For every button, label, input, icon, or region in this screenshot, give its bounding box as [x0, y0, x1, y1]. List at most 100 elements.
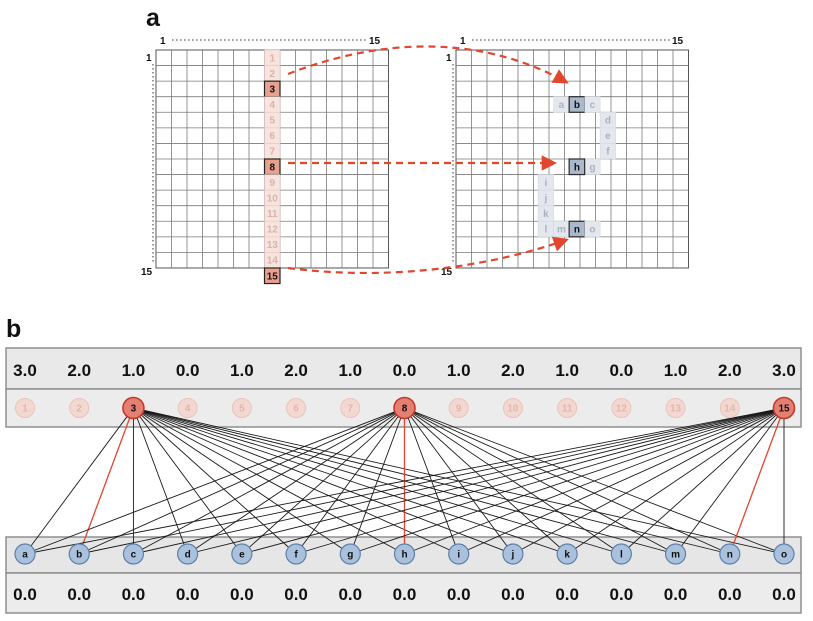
- edge-15-a: [24, 407, 785, 555]
- top-node-label-9: 9: [456, 404, 462, 415]
- right-cell-label-o: o: [589, 225, 595, 236]
- top-node-label-1: 1: [22, 404, 28, 415]
- panel-a-label: a: [146, 4, 161, 32]
- left-cell-label-5: 5: [269, 116, 275, 127]
- top-node-6: [286, 398, 307, 418]
- edge-3-b: [78, 407, 135, 555]
- top-node-13: [665, 398, 686, 418]
- top-value-3: 1.0: [122, 361, 146, 380]
- top-value-11: 1.0: [555, 361, 579, 380]
- right-cell-h: [568, 158, 586, 176]
- top-node-1: [15, 398, 35, 418]
- right-cell-label-g: g: [589, 162, 595, 173]
- edge-15-j: [512, 407, 785, 555]
- top-node-label-11: 11: [562, 404, 573, 415]
- left-cell-label-9: 9: [269, 178, 275, 189]
- edge-3-d: [133, 407, 189, 555]
- right-cell-label-f: f: [606, 147, 610, 158]
- top-value-10: 2.0: [501, 361, 525, 380]
- left-cell-label-15: 15: [267, 271, 279, 282]
- right-cell-label-h: h: [574, 162, 580, 173]
- edge-3-a: [24, 407, 134, 555]
- edge-15-k: [566, 407, 785, 555]
- top-node-5: [231, 398, 252, 418]
- right-cell-label-l: l: [545, 225, 548, 236]
- edge-8-f: [295, 407, 405, 555]
- edge-8-d: [187, 407, 405, 555]
- top-node-label-13: 13: [670, 404, 682, 415]
- bottom-value-b: 0.0: [67, 585, 91, 604]
- top-node-3: [122, 396, 145, 420]
- bottom-node-g: [339, 543, 361, 565]
- top-node-4: [177, 398, 198, 418]
- left-grid-side-start: 1: [146, 53, 152, 64]
- top-node-label-14: 14: [724, 404, 736, 415]
- bottom-node-label-m: m: [671, 550, 680, 561]
- bottom-value-g: 0.0: [338, 585, 362, 604]
- top-value-5: 1.0: [230, 361, 254, 380]
- bottom-node-a: [14, 543, 36, 565]
- right-cell-label-j: j: [544, 193, 548, 204]
- left-cell-label-6: 6: [269, 131, 275, 142]
- top-value-4: 0.0: [176, 361, 200, 380]
- edge-3-e: [133, 407, 243, 555]
- bottom-node-i: [448, 543, 470, 565]
- bottom-value-a: 0.0: [13, 585, 37, 604]
- left-cell-label-11: 11: [267, 209, 278, 220]
- edge-15-f: [295, 407, 785, 555]
- left-cell-label-4: 4: [269, 100, 275, 111]
- bottom-node-label-a: a: [22, 550, 28, 561]
- bottom-node-h: [393, 543, 416, 565]
- top-node-label-5: 5: [239, 404, 245, 415]
- right-grid-top-start: 1: [460, 36, 466, 47]
- bottom-value-n: 0.0: [718, 585, 742, 604]
- top-value-13: 1.0: [664, 361, 688, 380]
- top-node-label-8: 8: [402, 404, 408, 415]
- bottom-value-j: 0.0: [501, 585, 525, 604]
- top-value-9: 1.0: [447, 361, 471, 380]
- edge-15-c: [133, 407, 785, 555]
- bottom-value-c: 0.0: [122, 585, 146, 604]
- edge-15-d: [187, 407, 785, 555]
- top-value-1: 3.0: [13, 361, 37, 380]
- edge-15-g: [350, 407, 785, 555]
- top-value-7: 1.0: [338, 361, 362, 380]
- bottom-value-d: 0.0: [176, 585, 200, 604]
- left-grid-side-end: 15: [141, 267, 153, 278]
- top-node-7: [340, 398, 361, 418]
- top-node-label-2: 2: [76, 404, 82, 415]
- edge-15-l: [621, 407, 785, 555]
- top-value-6: 2.0: [284, 361, 308, 380]
- left-cell-label-14: 14: [267, 256, 279, 267]
- edge-15-e: [241, 407, 785, 555]
- top-node-14: [719, 398, 740, 418]
- edge-8-b: [79, 407, 405, 555]
- arrow-15-to-n: [287, 236, 569, 275]
- right-cell-c: [584, 96, 601, 113]
- right-cell-label-a: a: [559, 100, 565, 111]
- bottom-node-label-d: d: [185, 550, 191, 561]
- bottom-node-label-j: j: [511, 550, 515, 561]
- top-node-8: [393, 396, 416, 420]
- left-cell-label-13: 13: [267, 240, 279, 251]
- edge-15-h: [404, 407, 785, 555]
- top-value-2: 2.0: [67, 361, 91, 380]
- left-grid-top-start: 1: [160, 36, 166, 47]
- left-cell-label-7: 7: [269, 147, 275, 158]
- bottom-value-m: 0.0: [664, 585, 688, 604]
- right-cell-label-d: d: [605, 116, 611, 127]
- left-cell-label-2: 2: [269, 69, 275, 80]
- right-cell-label-e: e: [605, 131, 611, 142]
- bottom-node-label-e: e: [239, 550, 245, 561]
- edge-15-m: [675, 407, 785, 555]
- left-cell-label-1: 1: [269, 53, 275, 64]
- left-cell-label-12: 12: [267, 225, 279, 236]
- bottom-node-f: [285, 543, 307, 565]
- graph-edges: [24, 407, 785, 555]
- right-cell-label-c: c: [590, 100, 596, 111]
- bottom-values-row: [5, 572, 802, 614]
- top-node-label-7: 7: [348, 404, 354, 415]
